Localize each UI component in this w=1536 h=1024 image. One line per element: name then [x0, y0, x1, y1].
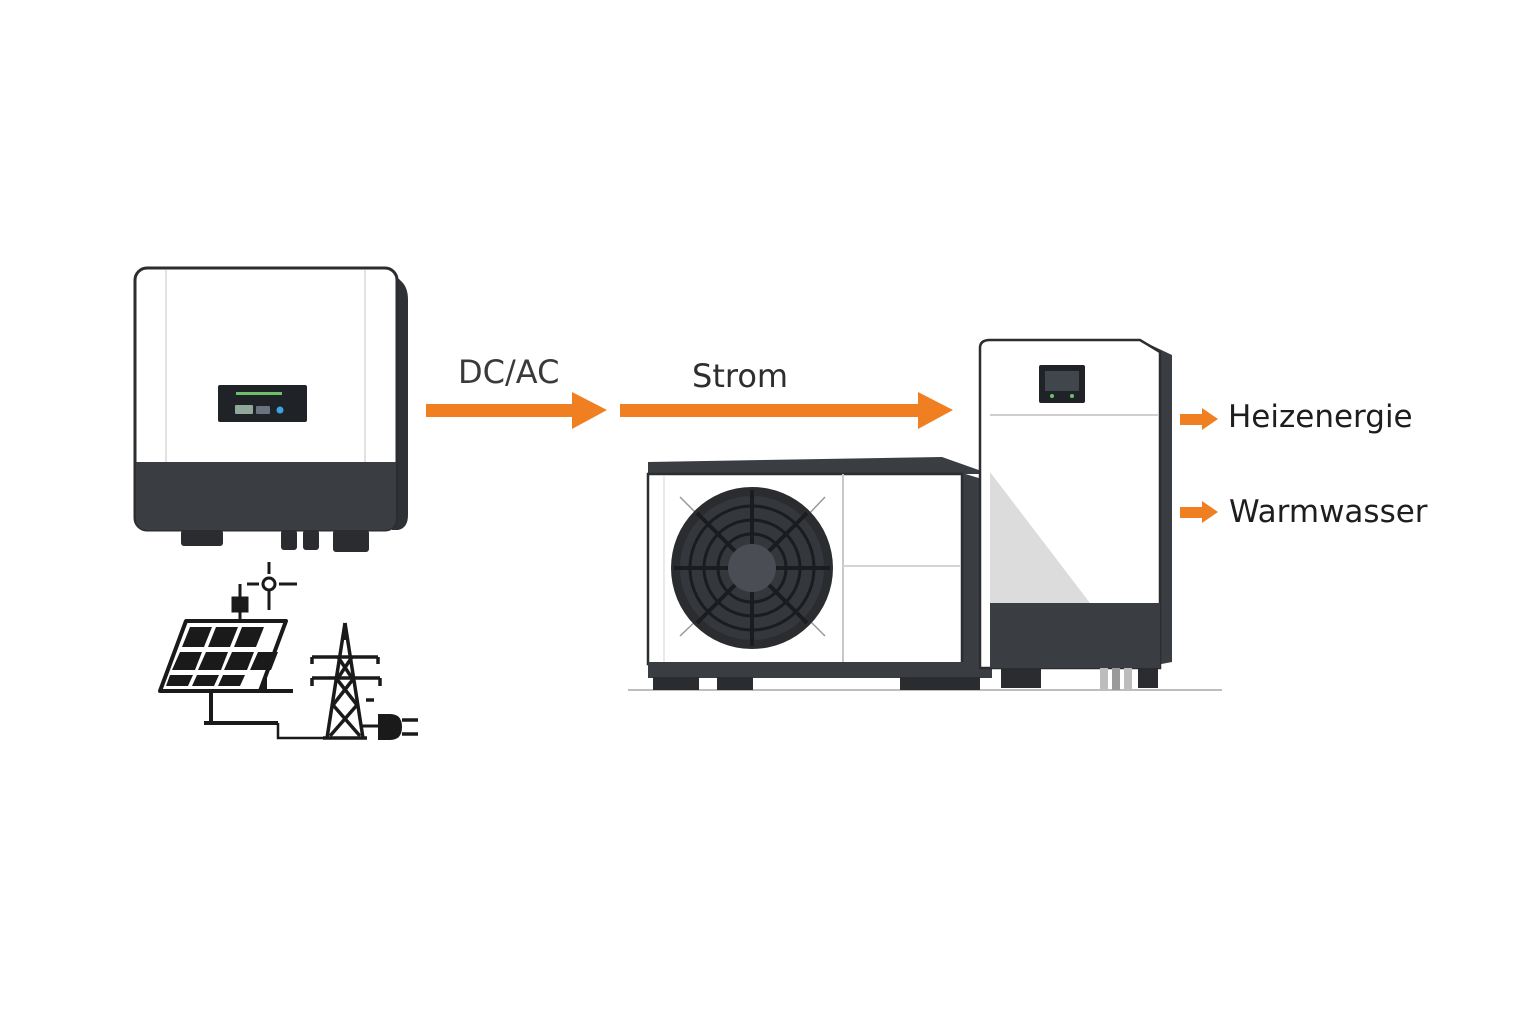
warmwasser-label: Warmwasser	[1229, 494, 1428, 530]
connection-symbol-icon	[231, 562, 297, 622]
power-pylon-icon	[310, 622, 382, 740]
arrow-warmwasser	[1180, 501, 1218, 523]
inverter-display	[218, 385, 307, 422]
heizenergie-label: Heizenergie	[1228, 399, 1413, 435]
indoor-unit-display	[1039, 365, 1085, 403]
arrow-strom	[620, 392, 953, 429]
inverter-icon	[133, 266, 408, 552]
arrow-dc-ac	[426, 392, 607, 429]
heat-pump-outdoor-unit-icon	[646, 457, 992, 690]
solar-panel-icon	[158, 619, 293, 725]
arrow-heizenergie	[1180, 408, 1218, 430]
heat-pump-indoor-unit-icon	[978, 338, 1172, 690]
dc-ac-label: DC/AC	[458, 353, 560, 391]
strom-label: Strom	[692, 357, 789, 395]
fan-icon	[671, 487, 833, 649]
plug-icon	[360, 714, 418, 740]
